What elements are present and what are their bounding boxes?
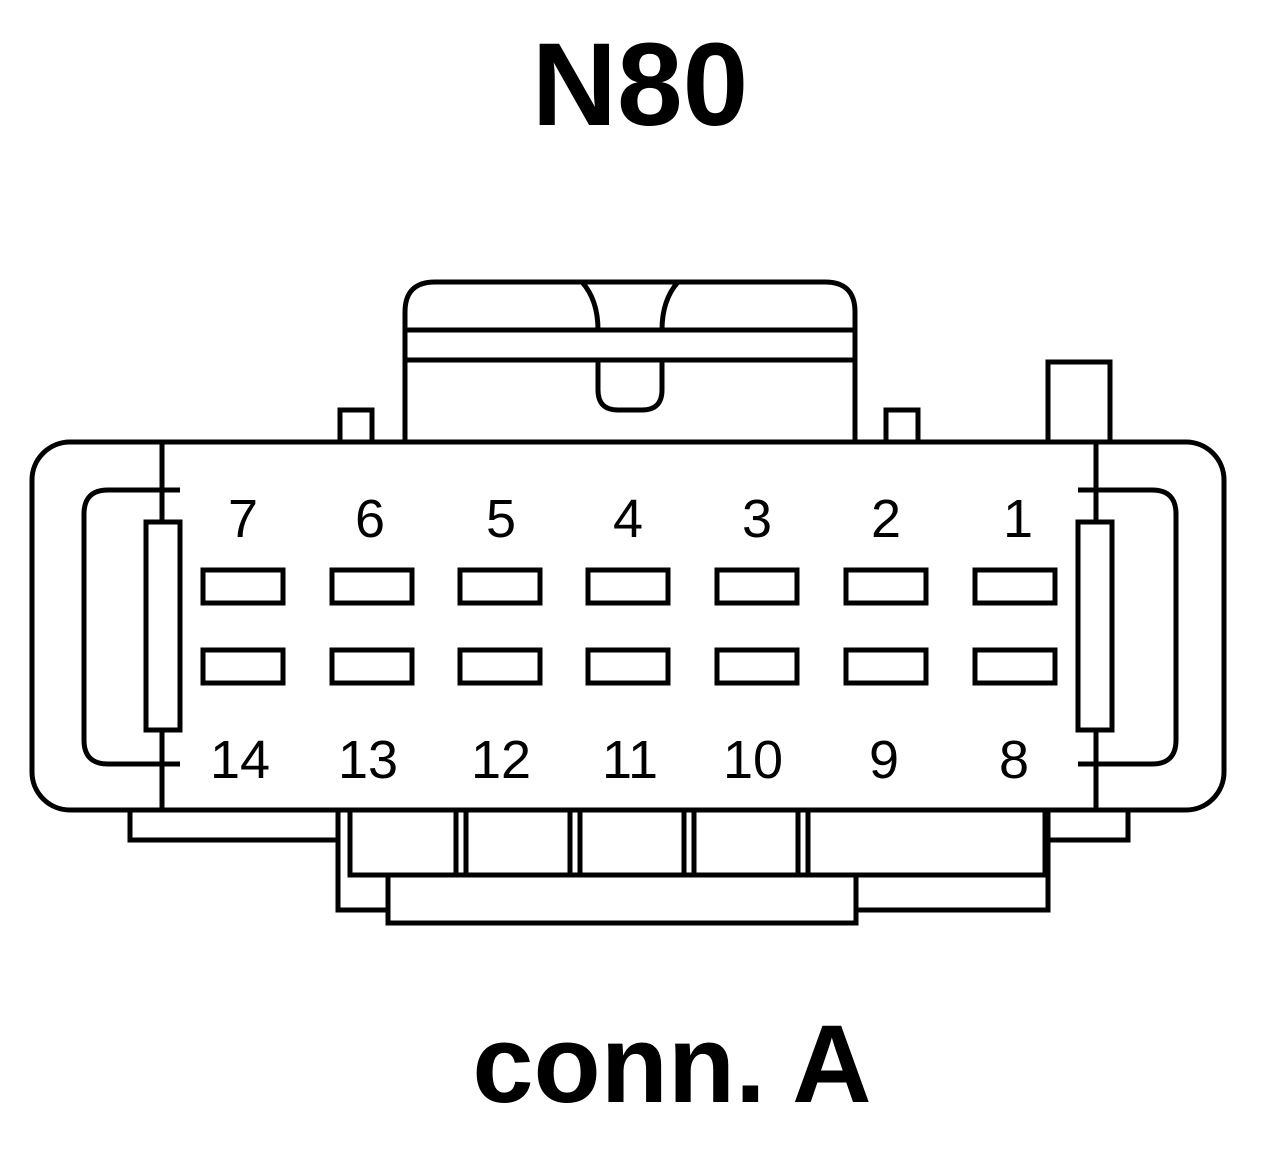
pin-label: 11 [602, 730, 658, 790]
connector-subtitle: conn. A [472, 1003, 871, 1126]
pin-slot [329, 567, 415, 606]
pin-label: 10 [723, 730, 783, 790]
connector-body [29, 439, 1227, 813]
post-left [337, 407, 375, 447]
post-tall [1045, 359, 1113, 447]
top-latch [402, 279, 858, 445]
pin-slot [585, 567, 671, 606]
pin-label: 1 [1003, 489, 1033, 549]
side-lock-right [1075, 487, 1179, 767]
pin-label: 12 [471, 730, 531, 790]
pin-slot [714, 567, 800, 606]
pin-label: 2 [871, 489, 901, 549]
pin-slot [457, 647, 543, 686]
pin-slot [457, 567, 543, 606]
pin-label: 6 [355, 489, 385, 549]
pin-slot [585, 647, 671, 686]
pin-label: 8 [999, 730, 1029, 790]
pin-slot [843, 647, 929, 686]
post-right [883, 407, 921, 447]
pin-slot [843, 567, 929, 606]
pin-label: 4 [613, 489, 643, 549]
pin-labels: 7 6 5 4 3 2 1 14 13 12 11 10 9 8 [210, 489, 1033, 790]
pin-slot [200, 567, 286, 606]
side-lock-left [81, 487, 183, 767]
connector-title: N80 [532, 19, 748, 151]
pin-label: 13 [338, 730, 398, 790]
pin-slots [200, 567, 1058, 686]
bottom-skirt [127, 797, 1131, 926]
pin-slot [972, 567, 1058, 606]
pin-label: 5 [486, 489, 516, 549]
pin-slot [972, 647, 1058, 686]
pin-label: 3 [742, 489, 772, 549]
pin-slot [714, 647, 800, 686]
pin-label: 9 [869, 730, 899, 790]
pin-slot [200, 647, 286, 686]
pin-label: 14 [210, 730, 270, 790]
pin-slot [329, 647, 415, 686]
pin-label: 7 [228, 489, 258, 549]
